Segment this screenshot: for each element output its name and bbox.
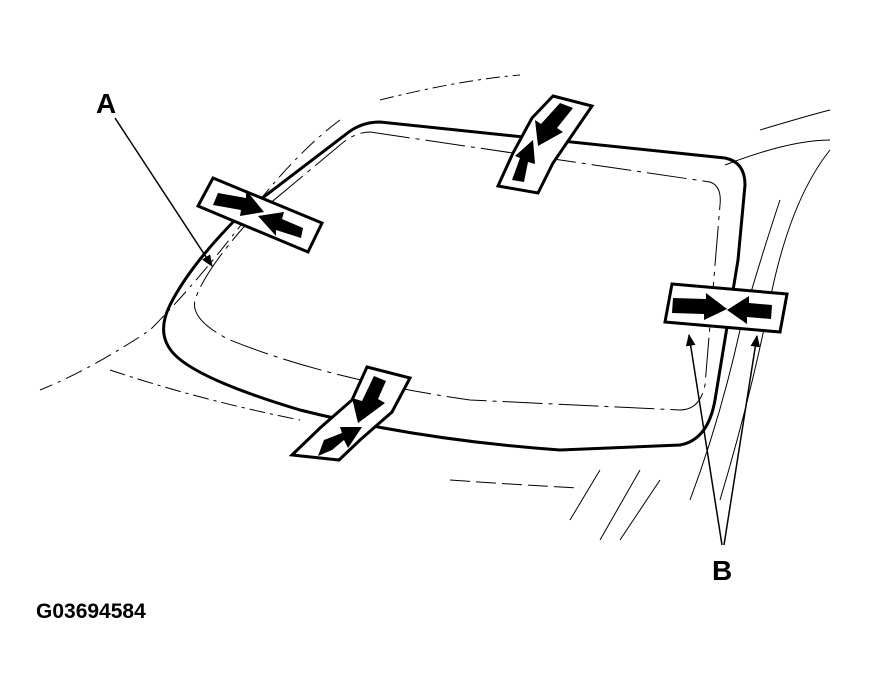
callout-a: A <box>96 88 117 119</box>
marker-top-center <box>495 94 595 195</box>
marker-upper-left <box>195 176 325 254</box>
body-outline-lines <box>39 74 831 541</box>
inner-dashed-edge <box>193 131 721 411</box>
callout-b: B <box>712 555 733 586</box>
marker-bottom-center <box>288 365 413 462</box>
figure-id: G03694584 <box>36 600 146 623</box>
windshield-outline <box>162 120 747 452</box>
leader-b-right <box>723 334 761 546</box>
leader-b-left <box>685 333 723 546</box>
leader-a <box>114 117 213 268</box>
marker-right <box>663 282 789 334</box>
